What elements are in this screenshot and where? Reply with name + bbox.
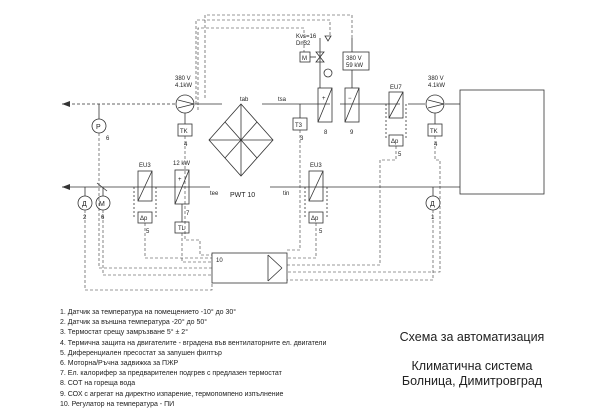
legend-item: 8. СОТ на гореща вода	[60, 380, 136, 388]
pump-icon	[323, 68, 333, 78]
num-6-top: 6	[106, 136, 110, 142]
pwt-heat-exchanger	[208, 103, 274, 177]
tl-label: TL	[178, 226, 186, 232]
legend-item: 5. Диференциален пресостат за запушен фи…	[60, 349, 222, 357]
eu3-filter-left	[137, 170, 153, 202]
exhaust-duct	[62, 101, 460, 107]
supply-fan	[425, 94, 445, 114]
tab-label: tab	[240, 97, 249, 103]
exhaust-fan-voltage: 380 V	[175, 76, 191, 82]
legend-item: 2. Датчик за външна температура -20° до …	[60, 319, 208, 327]
title-block: Схема за автоматизация Климатична систем…	[352, 330, 592, 389]
control-wiring	[84, 14, 441, 291]
dp-eu7: Δp	[391, 139, 399, 145]
tsa-label: tsa	[278, 97, 287, 103]
supply-fan-voltage: 380 V	[428, 76, 444, 82]
svg-text:−: −	[348, 96, 352, 102]
legend-list: 1. Датчик за температура на помещението …	[60, 308, 326, 410]
kvs-label: Kvs=16	[296, 34, 317, 40]
tee-label: tee	[210, 191, 219, 197]
controller-label: 10	[216, 258, 223, 264]
cooling-coil: −	[344, 87, 360, 123]
m-damper-label: M	[99, 201, 105, 208]
legend-item: 7. Ел. калорифер за предварителен подгре…	[60, 370, 282, 378]
dp-right: Δp	[311, 216, 319, 222]
heater-voltage: 380 V	[346, 56, 362, 62]
exhaust-fan-power: 4.1kW	[175, 83, 192, 89]
num-4-left: 4	[184, 142, 188, 148]
triangle-icon	[324, 35, 332, 42]
motor-valve	[299, 51, 325, 63]
tin-label: tin	[283, 191, 289, 197]
num-9: 9	[350, 130, 354, 136]
controller	[211, 252, 288, 284]
exhaust-fan	[175, 94, 195, 114]
title-line-3: Болница, Димитровград	[401, 374, 543, 388]
pwt-label: PWT 10	[230, 192, 255, 199]
num-5-eu7: 5	[398, 152, 402, 158]
d-right-label: Д	[430, 201, 435, 208]
num-5-left: 5	[146, 229, 150, 235]
tk-left-label: TK	[180, 129, 188, 135]
damper-blade	[96, 182, 108, 192]
legend-item: 1. Датчик за температура на помещението …	[60, 309, 237, 316]
supply-duct	[62, 184, 460, 190]
legend-item: 3. Термостат срещу замръзване 5° ± 2°	[60, 329, 188, 337]
p-label: P	[96, 124, 101, 131]
preheater-label: 12 kW	[173, 161, 190, 167]
legend-item: 10. Регулатор на температура - ПИ	[60, 400, 175, 408]
tk-right-label: TK	[430, 129, 438, 135]
legend-item: 9. СОХ с агрегат на директно изпарение, …	[60, 390, 284, 398]
num-3: 3	[300, 136, 304, 142]
eu3-left-label: EU3	[139, 163, 151, 169]
svg-text:+: +	[178, 177, 182, 183]
title-line-2: Климатична система	[411, 359, 533, 373]
heater-power: 59 kW	[346, 63, 363, 69]
t3-label: T3	[295, 123, 303, 129]
num-5-right: 5	[319, 229, 323, 235]
svg-text:+: +	[322, 96, 326, 102]
heater-power-box	[342, 51, 370, 71]
dn-label: Dn32	[296, 41, 311, 47]
supply-fan-power: 4.1kW	[428, 83, 445, 89]
num-4-right: 4	[434, 142, 438, 148]
eu7-filter	[388, 91, 404, 119]
m-valve-label: M	[302, 56, 307, 62]
eu3-right-label: EU3	[310, 163, 322, 169]
num-7: 7	[186, 211, 190, 217]
room-box	[459, 89, 545, 195]
legend-item: 4. Термична защита на двигателите - вгра…	[60, 339, 327, 347]
heating-coil: +	[317, 87, 333, 123]
title-line-1: Схема за автоматизация	[399, 330, 545, 344]
eu3-filter-right	[308, 170, 324, 202]
legend-item: 6. Моторна/Ръчна задвижка за ПЖР	[60, 360, 179, 368]
d-left-label: Д	[82, 201, 87, 208]
dp-left: Δp	[140, 216, 148, 222]
num-8: 8	[324, 130, 328, 136]
eu7-label: EU7	[390, 85, 402, 91]
